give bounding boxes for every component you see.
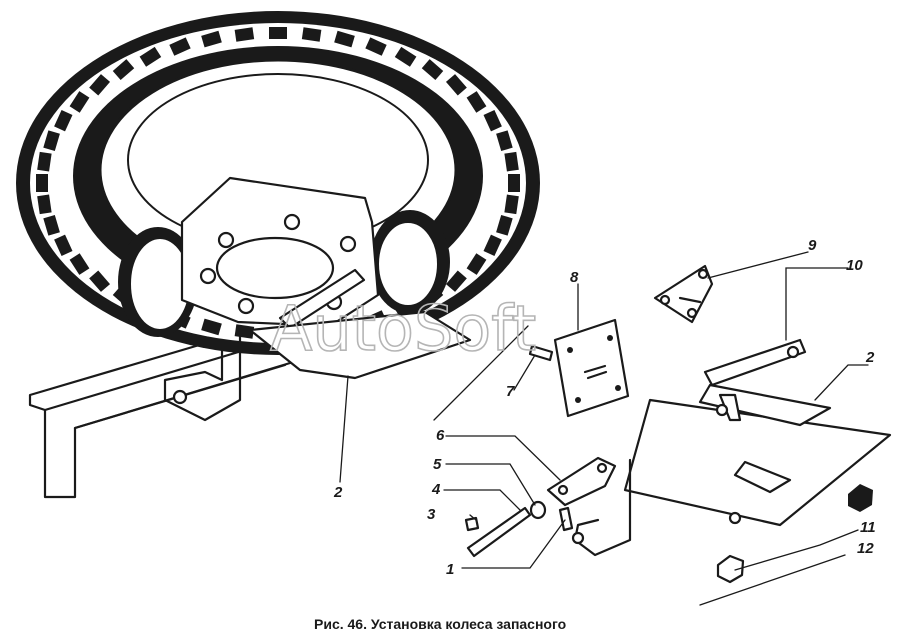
tread-block [69,253,90,275]
callout-5: 5 [433,456,442,473]
cotter-pin-part-3 [464,516,480,532]
tread-block [301,27,322,42]
tread-block [508,174,520,192]
tread-block [43,130,60,152]
callout-1: 1 [446,561,454,578]
tread-block [89,74,111,96]
tread-block [466,91,487,113]
tread-block [43,214,60,236]
tread-block [504,194,519,215]
tread-block [421,59,444,81]
tread-block [89,270,111,292]
pin-part-4 [466,506,532,558]
callout-4: 4 [431,481,441,498]
tread-block [394,46,417,67]
tread-block [234,27,255,42]
right-bracket [571,338,892,557]
tread-block [496,130,513,152]
washer-part-5 [529,500,547,520]
tread-block [445,270,467,292]
watermark: AutoSoft [270,292,536,365]
tread-block [54,234,73,256]
tread-block [483,234,502,256]
callout-2-right: 2 [865,349,875,366]
left-bracket [163,310,472,422]
tread-block [36,174,48,192]
nut-part-12 [716,554,745,584]
tread-block [269,27,287,39]
tread-block [496,214,513,236]
callout-10: 10 [846,257,863,274]
figure-caption: Рис. 46. Установка колеса запасного [314,616,566,632]
tread-block [37,151,52,172]
spare-tire [16,11,540,355]
clamp-strip [278,268,366,330]
tread-block [201,30,222,48]
tread-block [504,151,519,172]
tread-block [139,46,162,67]
plate-part-8 [553,318,630,418]
callout-6: 6 [436,427,445,444]
tread-block [112,59,135,81]
tread-block [334,30,355,48]
nut-part-11 [848,484,873,512]
callout-8: 8 [570,269,579,286]
tread-block [69,91,90,113]
tread-block [365,37,387,56]
tread-block [54,110,73,132]
callout-3: 3 [427,506,436,523]
plate-part-9 [653,264,714,324]
lever-part-6 [546,456,617,532]
tread-block [37,194,52,215]
tread-block [445,74,467,96]
leader-lines [339,251,869,606]
tread-block [466,253,487,275]
tread-block [483,110,502,132]
callout-12: 12 [857,540,874,557]
bolt-part-7 [528,344,554,362]
callout-9: 9 [808,237,817,254]
tread-block [169,37,191,56]
tread-block [201,318,222,336]
frame-rail [28,328,302,499]
callout-2-left: 2 [333,484,343,501]
callout-7: 7 [506,383,515,400]
callout-11: 11 [860,519,876,536]
